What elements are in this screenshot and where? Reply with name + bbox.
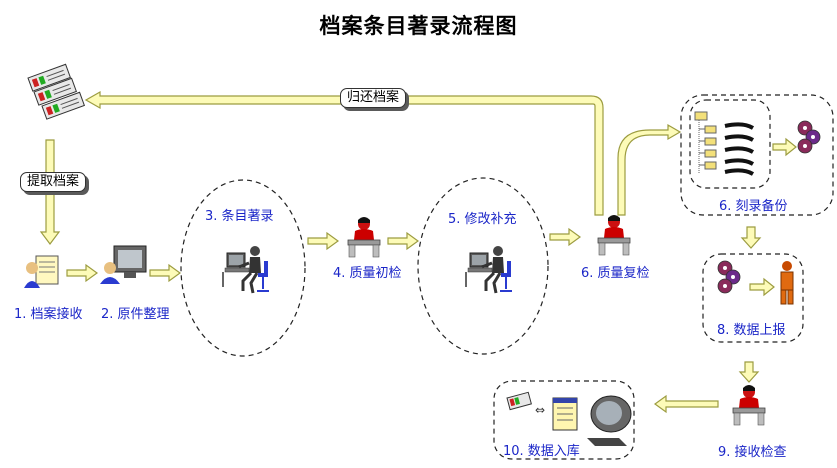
page-title: 档案条目著录流程图 <box>319 14 518 38</box>
step-label: 9. 接收检查 <box>718 445 787 460</box>
arrow-1-2 <box>66 263 99 283</box>
arrow-2-3 <box>149 263 182 283</box>
step-label: 5. 修改补充 <box>448 212 517 227</box>
return-archive-tag: 归还档案 <box>340 88 407 108</box>
upload-group <box>702 253 804 343</box>
disc-stack-icon <box>797 120 821 154</box>
svg-text:⇔: ⇔ <box>535 403 545 417</box>
step-label: 1. 档案接收 <box>14 307 83 322</box>
arrow-5-6 <box>549 227 582 247</box>
monitor-person-icon <box>100 245 147 284</box>
arrow-3-4 <box>307 231 340 251</box>
step-label: 2. 原件整理 <box>101 307 170 322</box>
worker-icon <box>464 244 514 295</box>
storage-icons: ⇔ <box>506 391 632 446</box>
fetch-archive-tag: 提取档案 <box>20 172 87 192</box>
step-label: 3. 条目著录 <box>205 209 274 224</box>
step-label: 8. 数据上报 <box>717 323 786 338</box>
step3-group <box>180 179 306 357</box>
storage-group <box>493 380 635 460</box>
person-desk-icon <box>347 216 381 258</box>
step-label: 6. 质量复检 <box>581 266 650 281</box>
person-desk-icon <box>732 384 766 426</box>
arrow-backup-upload <box>740 226 762 249</box>
down-arrow-fetch <box>39 139 61 245</box>
return-arrow <box>84 90 604 216</box>
arrow-upload-check <box>738 361 760 383</box>
backup-group <box>680 94 834 216</box>
step-label: 4. 质量初检 <box>333 266 402 281</box>
arrow-check-storage <box>653 394 719 414</box>
person-desk-icon <box>597 214 631 256</box>
worker-icon <box>221 244 271 295</box>
archive-receive-icon <box>24 255 59 288</box>
documents-stack-icon <box>27 63 86 120</box>
disc-stack-icon <box>717 260 741 294</box>
arrow-4-5 <box>387 231 420 251</box>
folder-tree-icon <box>694 111 755 176</box>
step-label: 10. 数据入库 <box>503 444 580 459</box>
person-standing-icon <box>780 261 794 305</box>
step-label: 6. 刻录备份 <box>719 199 788 214</box>
step5-group <box>417 177 549 355</box>
to-backup-arrow <box>617 123 682 216</box>
